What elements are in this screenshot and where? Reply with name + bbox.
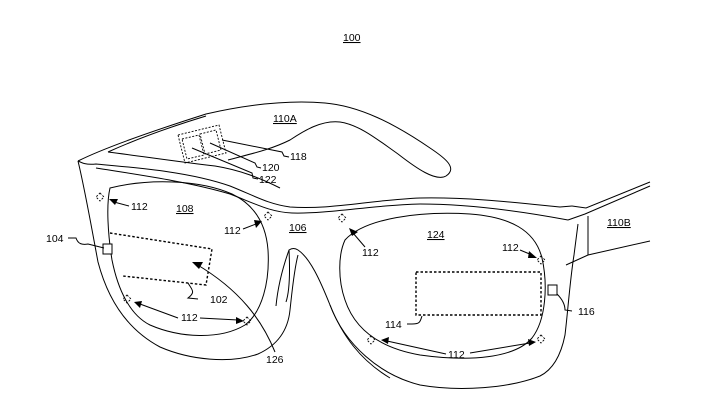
component-120-box [181, 134, 205, 160]
label-114: 114 [385, 319, 402, 331]
label-122: 122 [259, 174, 277, 186]
arrowhead [528, 251, 537, 258]
frame-outer-top [77, 160, 573, 209]
arrowhead [254, 220, 262, 228]
marker-diamond [122, 294, 132, 304]
region-114 [415, 271, 542, 316]
label-102: 102 [210, 294, 228, 306]
label-112: 112 [181, 312, 198, 324]
marker-diamond [95, 192, 105, 202]
component-122-box [199, 129, 222, 155]
marker-diamond [536, 255, 546, 265]
left-lens-outline [107, 181, 269, 336]
frame-outer-right-bottom [329, 223, 579, 389]
arrow-112-bottom-left-b [199, 317, 239, 321]
label-104: 104 [46, 233, 64, 245]
leader-118 [221, 139, 290, 158]
label-120: 120 [262, 162, 280, 174]
arrow-112-bottom-left-a [139, 303, 179, 319]
markers-112 [95, 192, 546, 345]
arrowhead [349, 228, 358, 236]
marker-diamond [337, 213, 347, 223]
temple-left-inner-edge [107, 115, 207, 153]
marker-diamond [536, 334, 546, 344]
leader-102 [186, 282, 199, 300]
sensor-116 [547, 284, 558, 296]
arrowhead [134, 301, 142, 308]
label-108: 108 [176, 203, 194, 215]
temple-left-lower-edge [107, 151, 281, 189]
label-118: 118 [290, 151, 307, 163]
frame-outer-left-side [77, 160, 299, 361]
label-112: 112 [224, 225, 241, 237]
arrow-112-left-lens-right [242, 223, 257, 230]
temple-right-outline [567, 185, 651, 221]
temple-right-bottom [565, 240, 651, 266]
arrow-112-bottom-right-b [469, 342, 531, 354]
marker-diamond [366, 335, 376, 345]
sensor-104 [102, 243, 113, 255]
label-106: 106 [289, 222, 307, 234]
label-124: 124 [427, 229, 445, 241]
label-112: 112 [502, 242, 519, 254]
leader-104 [68, 237, 105, 249]
label-112: 112 [131, 201, 148, 213]
bridge-nosepad [275, 248, 391, 379]
figure-number: 100 [343, 32, 361, 44]
label-112: 112 [362, 247, 379, 259]
component-118-outer [177, 124, 227, 164]
label-116: 116 [578, 306, 595, 318]
temple-left-outline [77, 101, 452, 178]
display-region-102 [109, 232, 213, 286]
arrowhead [381, 337, 389, 344]
right-lens-outline [339, 212, 546, 359]
leader-116 [556, 293, 573, 312]
arrow-112-right-lens-left [352, 232, 366, 248]
arrow-112-bottom-right-a [386, 340, 447, 355]
arrowhead [236, 317, 244, 324]
arrowhead-126 [192, 262, 203, 269]
arrows-112 [109, 199, 537, 355]
leader-122 [191, 147, 259, 180]
label-126: 126 [266, 354, 284, 366]
arrowhead [109, 199, 118, 205]
label-112: 112 [448, 349, 465, 361]
marker-diamond [263, 211, 273, 221]
leader-114 [407, 315, 423, 325]
frame-outer-top-inner [95, 167, 569, 221]
label-110B: 110B [607, 217, 631, 229]
leader-126 [195, 263, 276, 353]
temple-right-top [571, 181, 651, 209]
arrow-112-top-left [113, 201, 130, 207]
leader-120 [209, 142, 262, 169]
temple-component-group [177, 124, 290, 180]
label-110A: 110A [273, 113, 297, 125]
marker-diamond [242, 316, 252, 326]
arrowhead [528, 339, 536, 346]
bridge-nosepad-inner [285, 249, 291, 303]
